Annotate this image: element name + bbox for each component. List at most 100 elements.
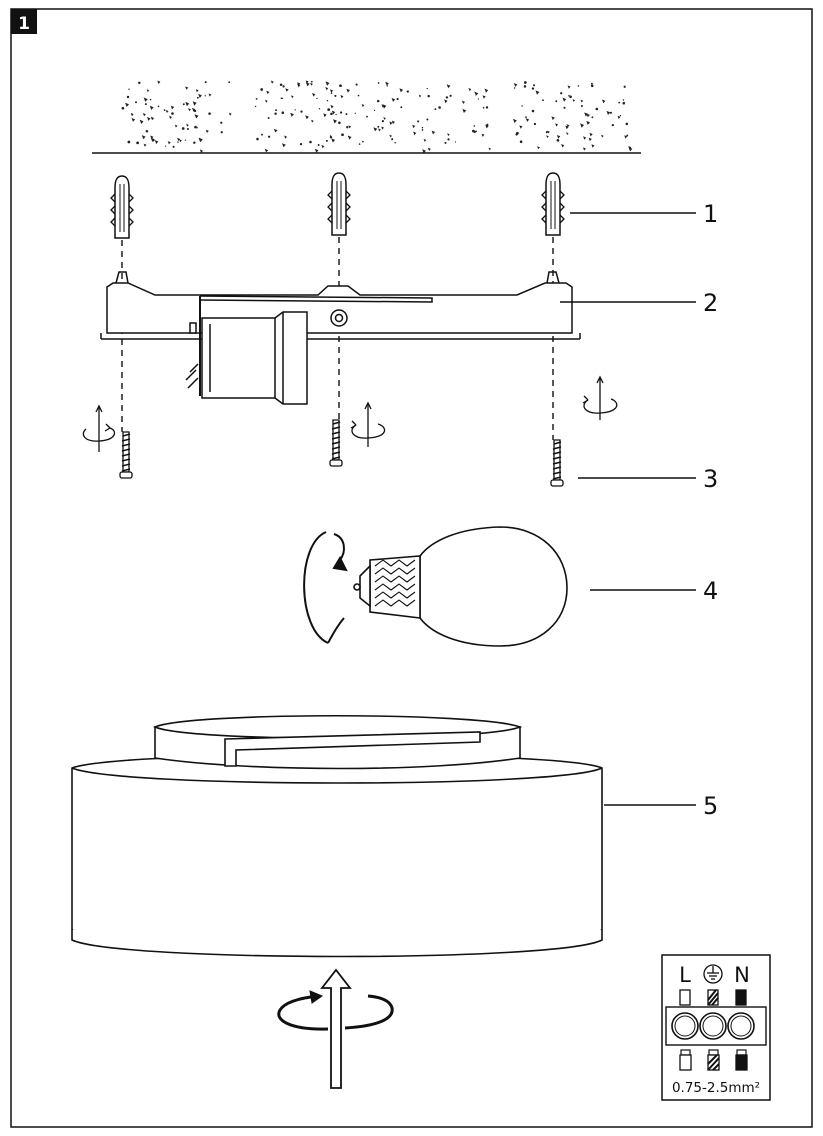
speckle	[391, 98, 396, 102]
speckle	[619, 115, 622, 117]
speckle	[366, 115, 368, 118]
speckle	[622, 99, 625, 101]
speckle	[297, 82, 301, 86]
speckle	[473, 125, 476, 127]
speckle	[418, 94, 422, 98]
speckle	[547, 130, 550, 134]
speckle	[196, 96, 199, 99]
speckle	[208, 93, 212, 97]
speckle	[531, 109, 535, 113]
speckle	[580, 105, 583, 107]
speckle	[312, 93, 316, 97]
speckle	[562, 97, 567, 102]
speckle	[192, 101, 197, 106]
speckle	[204, 95, 206, 97]
speckle	[590, 84, 594, 88]
speckle	[358, 143, 361, 145]
speckle	[566, 124, 570, 128]
twist-up-arrow-icon	[277, 968, 394, 1089]
speckle	[413, 131, 417, 136]
speckle	[551, 116, 555, 121]
ceiling-texture	[121, 80, 633, 154]
speckle	[474, 91, 479, 96]
speckle	[150, 137, 155, 142]
lamp-shade	[71, 714, 603, 958]
speckle	[305, 82, 310, 87]
speckle	[516, 131, 519, 135]
speckle	[361, 104, 365, 107]
speckle	[556, 135, 561, 139]
speckle	[186, 127, 189, 131]
speckle	[274, 112, 277, 115]
speckle	[220, 131, 223, 134]
speckle	[513, 87, 516, 89]
callout-4: 4	[703, 577, 718, 605]
speckle	[149, 105, 154, 110]
speckle	[196, 127, 198, 129]
speckle	[294, 109, 296, 111]
speckle	[513, 118, 517, 123]
speckle	[572, 99, 576, 102]
speckle	[270, 80, 274, 84]
screw-center	[329, 419, 343, 467]
speckle	[273, 128, 278, 133]
speckle	[141, 135, 146, 140]
speckle	[193, 141, 196, 144]
speckle	[154, 140, 159, 144]
speckle	[136, 141, 139, 145]
speckle	[144, 103, 147, 106]
speckle	[378, 128, 381, 132]
speckle	[525, 116, 527, 118]
speckle	[354, 112, 356, 114]
speckle	[447, 133, 450, 137]
speckle	[314, 148, 319, 153]
screw-left	[119, 431, 133, 479]
speckle	[611, 123, 614, 127]
screw-right	[550, 439, 564, 487]
speckle	[445, 96, 449, 99]
speckle	[400, 106, 403, 109]
speckle	[542, 99, 544, 102]
speckle	[325, 81, 330, 86]
screw-in-arrow-icon	[303, 531, 348, 644]
speckle	[254, 105, 257, 108]
speckle	[348, 125, 352, 129]
speckle	[340, 95, 344, 99]
speckle	[185, 86, 189, 90]
speckle	[330, 89, 334, 93]
speckle	[347, 135, 352, 140]
speckle	[386, 85, 389, 87]
speckle	[220, 121, 223, 124]
speckle	[128, 88, 130, 90]
speckle	[399, 88, 404, 93]
speckle	[275, 109, 278, 112]
speckle	[377, 125, 380, 128]
speckle	[157, 105, 160, 108]
speckle	[383, 117, 386, 120]
speckle	[381, 119, 385, 123]
speckle	[331, 138, 336, 143]
speckle	[486, 123, 489, 126]
speckle	[121, 106, 125, 110]
speckle	[130, 112, 134, 117]
speckle	[481, 133, 485, 137]
speckle	[434, 108, 437, 111]
speckle	[255, 97, 258, 100]
speckle	[477, 98, 480, 100]
speckle	[170, 105, 175, 110]
wall-plug-center	[327, 172, 351, 236]
speckle	[555, 123, 559, 127]
speckle	[256, 137, 259, 141]
speckle	[177, 141, 179, 143]
speckle	[444, 141, 447, 144]
speckle	[126, 95, 130, 99]
speckle	[584, 112, 588, 117]
speckle	[330, 92, 333, 94]
terminal-block: L N 0.75-2.5mm²	[661, 954, 771, 1101]
speckle	[406, 90, 409, 93]
speckle	[325, 139, 328, 142]
speckle	[525, 118, 530, 122]
speckle	[431, 130, 436, 135]
speckle	[131, 118, 136, 122]
